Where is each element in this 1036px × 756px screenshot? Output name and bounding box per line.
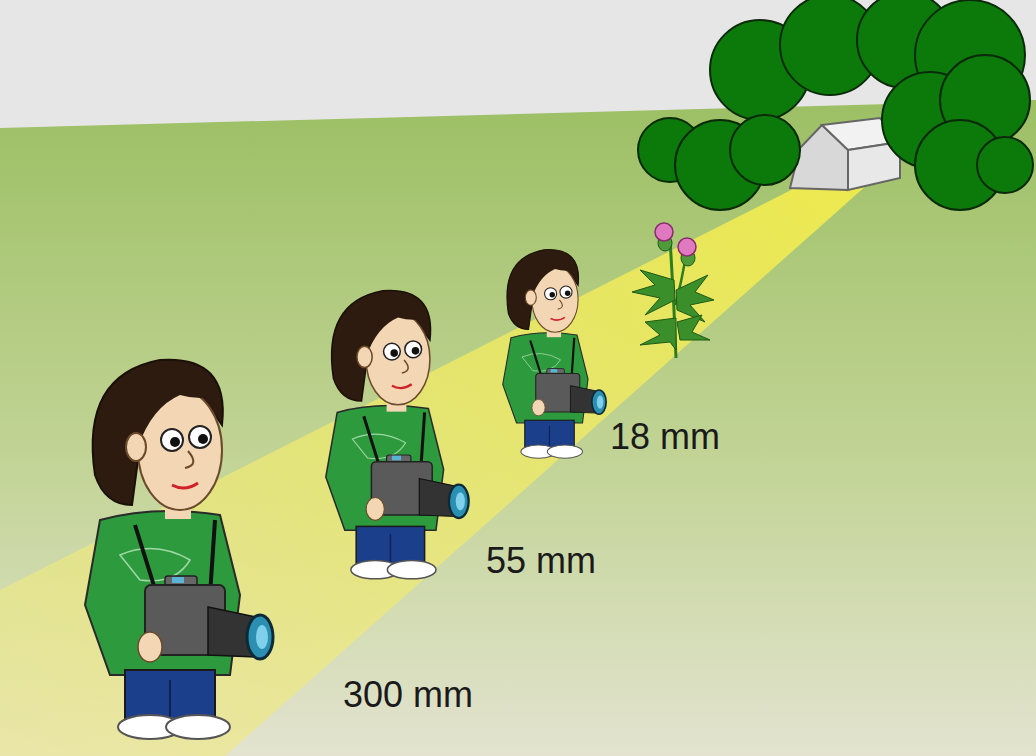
photographer-near [85,360,273,739]
focal-length-label: 18 mm [610,416,720,457]
thistle [632,223,714,358]
trees-front [638,55,1033,210]
view-beam [0,160,895,756]
photographer-middle [326,291,469,579]
focal-length-label: 300 mm [343,674,473,715]
focal-length-label: 55 mm [486,540,596,581]
ground [0,100,1036,756]
photographer-far [503,250,606,459]
